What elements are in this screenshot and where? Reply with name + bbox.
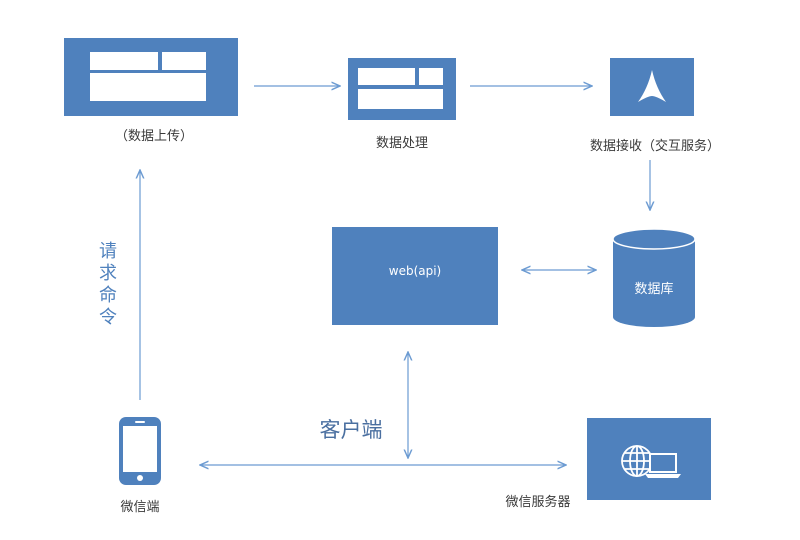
web-api-node: web(api) <box>332 227 498 325</box>
process-label: 数据处理 <box>375 136 428 151</box>
globe-laptop-icon <box>621 445 681 478</box>
database-label: 数据库 <box>634 282 674 297</box>
process-node <box>348 58 456 120</box>
smartphone-icon <box>119 417 161 485</box>
cylinder-database-icon <box>612 228 696 327</box>
receive-label: 数据接收（交互服务） <box>589 139 720 154</box>
wechat-server-node <box>587 418 711 500</box>
upload-label: （数据上传） <box>114 129 193 144</box>
wechat-client-label: 微信端 <box>120 500 160 515</box>
wechat-server-label: 微信服务器 <box>505 495 571 510</box>
request-command-label: 请求命令 <box>99 241 117 328</box>
wechat-client-node <box>115 415 165 487</box>
web-api-label: web(api) <box>388 264 442 278</box>
receive-node <box>610 58 694 116</box>
client-label: 客户端 <box>319 418 383 442</box>
triangle-logo-icon <box>638 70 666 102</box>
upload-node <box>64 38 238 116</box>
database-node: 数据库 <box>612 228 696 328</box>
